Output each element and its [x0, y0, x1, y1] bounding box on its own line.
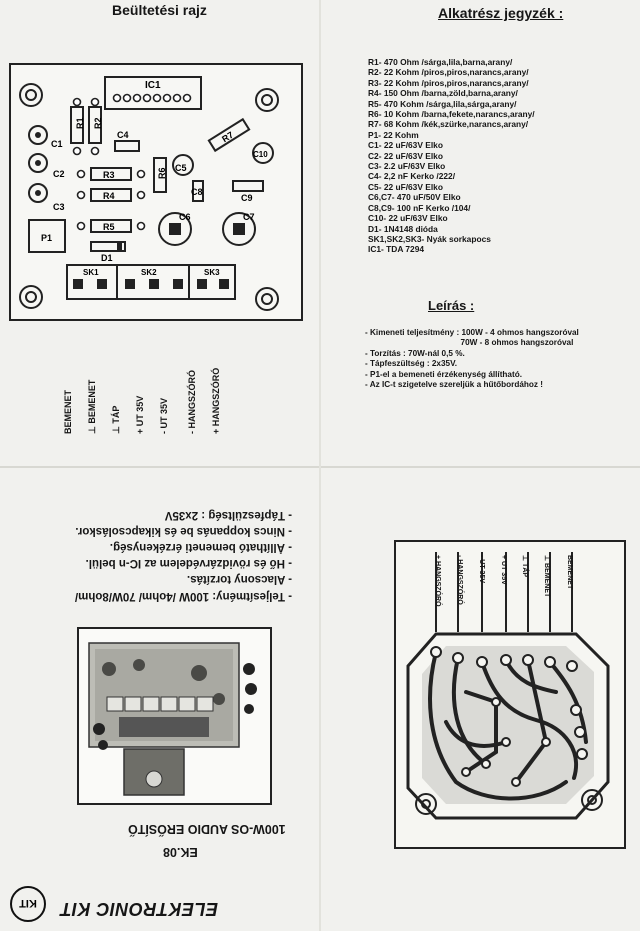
- description-line: - Az IC-t szigetelve szereljük a hűtőbor…: [365, 380, 544, 390]
- lead-label: - UT 35V: [159, 397, 169, 434]
- pcb-label: ⊥ BEMENET: [543, 555, 550, 598]
- list-item: R6- 10 Kohm /barna,fekete,narancs,arany/: [368, 109, 535, 120]
- layout-title: Beültetési rajz: [112, 2, 207, 18]
- list-item: R3- 22 Kohm /piros,piros,narancs,arany/: [368, 77, 529, 88]
- svg-text:R4: R4: [103, 191, 115, 201]
- description-line: - P1-el a bemeneti érzékenység állítható…: [365, 369, 522, 379]
- svg-text:R5: R5: [103, 222, 115, 232]
- parts-list: R1- 470 Ohm /sárga,lila,barna,arany/ R2-…: [368, 57, 638, 255]
- list-item: C3- 2.2 uF/63V Elko: [368, 161, 446, 172]
- list-item: C5- 22 uF/63V Elko: [368, 181, 443, 192]
- list-item: C1- 22 uF/63V Elko: [368, 140, 443, 151]
- list-item: SK1,SK2,SK3- Nyák sorkapocs: [368, 233, 491, 244]
- description-title: Leírás :: [428, 298, 475, 313]
- list-item: C6,C7- 470 uF/50V Elko: [368, 192, 461, 203]
- description-line: 70W - 8 ohmos hangszoróval: [365, 338, 574, 348]
- svg-text:C7: C7: [243, 212, 255, 222]
- pcb-lead-labels: BEMENET ⊥ BEMENET ⊥ TÁP + UT 35V - UT 35…: [430, 555, 580, 635]
- ic1-label: IC1: [145, 80, 161, 91]
- list-item: R7- 68 Kohm /kék,szürke,narancs,arany/: [368, 119, 529, 130]
- spec-line: - Állítható bemeneti érzékenység.: [109, 541, 292, 553]
- description-line: - Torzítás : 70W-nál 0,5 %.: [365, 348, 465, 358]
- product-code: EK.08: [163, 845, 198, 859]
- spec-line: - Teljesítmény: 100W /4ohm/ 70W/8ohm/: [74, 590, 292, 602]
- list-item: R2- 22 Kohm /piros,piros,narancs,arany/: [368, 67, 529, 78]
- list-item: C8,C9- 100 nF Kerko /104/: [368, 202, 471, 213]
- svg-text:C4: C4: [117, 130, 129, 140]
- pcb-label: + HANGSZÓRÓ: [434, 555, 441, 607]
- svg-text:R1: R1: [75, 117, 85, 129]
- svg-text:C9: C9: [241, 193, 253, 203]
- pcb-label: + UT 35V: [500, 555, 507, 585]
- svg-text:C3: C3: [53, 202, 65, 212]
- svg-text:SK3: SK3: [204, 268, 220, 277]
- list-item: R1- 470 Ohm /sárga,lila,barna,arany/: [368, 57, 513, 67]
- list-item: D1- 1N4148 dióda: [368, 223, 438, 234]
- lead-label: ⊥ BEMENET: [87, 379, 97, 434]
- list-item: C4- 2,2 nF Kerko /222/: [368, 171, 456, 182]
- lead-label: - HANGSZÓRÓ: [187, 370, 197, 434]
- spec-line: - Hő és rövidzárvédelem az IC-n belül.: [85, 557, 292, 569]
- mounting-hole-icon: [19, 83, 279, 311]
- svg-text:R3: R3: [103, 170, 115, 180]
- svg-text:R6: R6: [157, 167, 167, 179]
- svg-text:C8: C8: [191, 187, 203, 197]
- pcb-label: - UT 35V: [478, 555, 485, 584]
- svg-text:C10: C10: [253, 150, 268, 159]
- svg-text:P1: P1: [41, 233, 52, 243]
- component-layout-board: IC1 R1 R2 C1 C2 C3 C4 R3 R4 R5: [9, 63, 303, 321]
- terminal-lead-labels: BEMENET ⊥ BEMENET ⊥ TÁP + UT 35V - UT 35…: [63, 330, 313, 440]
- list-item: IC1- TDA 7294: [368, 244, 425, 255]
- svg-text:KIT: KIT: [19, 897, 37, 909]
- pcb-layout: [394, 540, 626, 849]
- product-title: 100W-OS AUDIO ERŐSÍTŐ: [128, 822, 286, 836]
- pcb-label: - HANGSZÓRÓ: [456, 555, 463, 605]
- lead-label: + UT 35V: [135, 395, 145, 434]
- svg-text:C1: C1: [51, 139, 63, 149]
- description-text: - Kimeneti teljesítmény : 100W - 4 ohmos…: [365, 328, 640, 390]
- spec-line: - Tápfeszültség : 2x35V: [164, 509, 292, 521]
- parts-list-title: Alkatrész jegyzék :: [438, 5, 564, 21]
- list-item: R4- 150 Ohm /barna,zöld,barna,arany/: [368, 88, 518, 99]
- lead-label: ⊥ TÁP: [111, 405, 121, 434]
- svg-text:C2: C2: [53, 169, 65, 179]
- pcb-label: BEMENET: [566, 555, 573, 590]
- product-photo: [77, 627, 272, 805]
- paper-fold-vertical: [319, 0, 321, 931]
- pcb-label: ⊥ TÁP: [521, 555, 528, 578]
- svg-text:SK2: SK2: [141, 268, 157, 277]
- description-line: - Kimeneti teljesítmény : 100W - 4 ohmos…: [365, 328, 579, 337]
- spec-line: - Alacsony torzítás.: [186, 573, 292, 585]
- lead-label: + HANGSZÓRÓ: [211, 367, 221, 434]
- spec-line: - Nincs koppanás be és kikapcsoláskor.: [75, 525, 292, 537]
- lead-label: BEMENET: [63, 389, 73, 434]
- brand-name: ELEKTRONIC KIT: [60, 899, 218, 919]
- list-item: R5- 470 Kohm /sárga,lila,sárga,arany/: [368, 98, 517, 109]
- svg-text:R2: R2: [93, 117, 103, 129]
- svg-text:C6: C6: [179, 212, 191, 222]
- list-item: C10- 22 uF/63V Elko: [368, 213, 448, 224]
- list-item: C2- 22 uF/63V Elko: [368, 150, 443, 161]
- kit-logo-icon: KIT: [8, 884, 48, 924]
- list-item: P1- 22 Kohm: [368, 129, 419, 140]
- description-line: - Tápfeszültség : 2x35V.: [365, 359, 458, 369]
- svg-text:C5: C5: [175, 163, 187, 173]
- svg-text:SK1: SK1: [83, 268, 99, 277]
- svg-text:D1: D1: [101, 253, 113, 263]
